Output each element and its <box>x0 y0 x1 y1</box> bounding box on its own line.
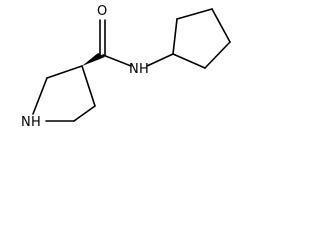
structure-canvas: O N H N H <box>0 0 240 128</box>
cyclopentyl-bond-3 <box>211 8 231 43</box>
ring-bond-c4-c5 <box>73 105 96 122</box>
ring-bond-c2-c3 <box>46 65 83 79</box>
amide-hydrogen-label: H <box>139 62 149 77</box>
amide-nitrogen-label: N <box>129 62 139 77</box>
amide-c-n-bond <box>102 54 132 67</box>
n-cyclopentyl-bond <box>146 53 174 67</box>
ring-hydrogen-label: H <box>31 115 41 128</box>
cyclopentyl-bond-4 <box>204 41 231 69</box>
carbonyl-oxygen-label: O <box>97 4 107 19</box>
ring-bond-nh-c2 <box>32 77 48 115</box>
ring-nitrogen-label: N <box>21 115 31 128</box>
cyclopentyl-bond-5 <box>172 53 206 69</box>
stereo-wedge-bond <box>82 53 105 66</box>
cyclopentyl-bond-1 <box>172 18 178 55</box>
cyclopentyl-bond-2 <box>176 8 213 20</box>
chemical-structure-diagram: O N H N H <box>21 4 231 128</box>
ring-bond-c3-c4 <box>81 65 96 107</box>
